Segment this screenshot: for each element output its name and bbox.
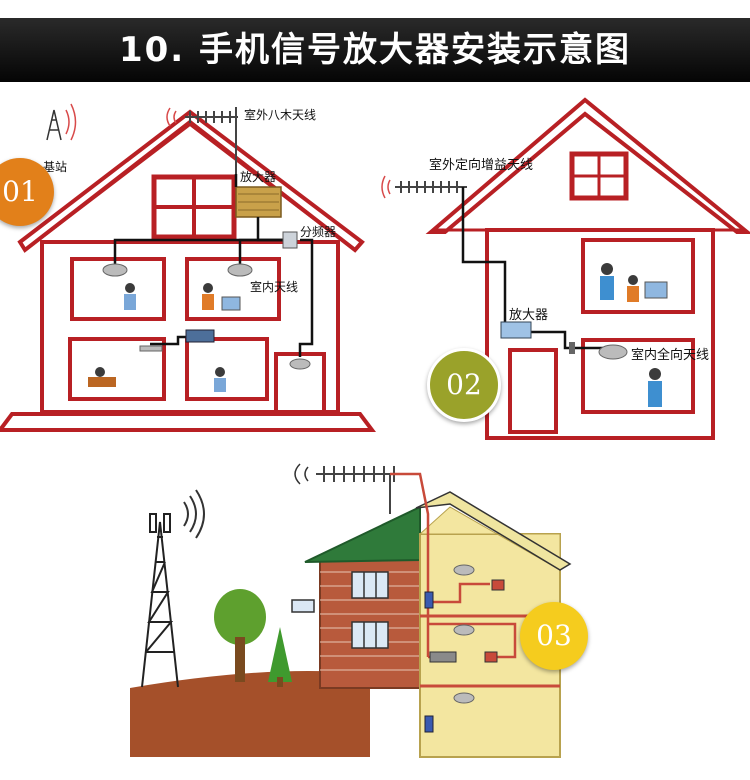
label-amplifier: 放大器	[240, 170, 277, 184]
badge-02: 02	[427, 348, 501, 422]
roof-cutaway	[415, 491, 572, 571]
house-base	[0, 412, 376, 432]
label-indoor-antenna: 室内天线	[250, 280, 299, 294]
rooftop-antenna-icon	[294, 463, 400, 514]
cell-tower-icon	[141, 489, 205, 688]
tree-icons	[214, 589, 292, 687]
yagi-antenna-icon	[166, 107, 238, 174]
amplifier-icon	[235, 186, 282, 218]
base-station-icon	[46, 103, 77, 141]
ceiling-antenna-icons	[598, 344, 628, 360]
cable-lines	[113, 174, 314, 357]
house-windows	[291, 571, 389, 649]
splitter-icon	[282, 231, 298, 249]
page-title: 10. 手机信号放大器安装示意图	[118, 30, 632, 70]
cable-lines	[461, 187, 607, 350]
header: 10. 手机信号放大器安装示意图	[0, 0, 750, 92]
title-bar	[0, 18, 750, 82]
ceiling-antenna-icons	[102, 263, 311, 370]
roof-outline	[425, 97, 750, 234]
ground	[130, 671, 370, 757]
door	[508, 348, 558, 434]
people-icons	[88, 283, 241, 392]
directional-antenna-icon	[381, 175, 467, 199]
amplifier-icon	[500, 321, 532, 339]
badge-03: 03	[520, 602, 588, 670]
label-amplifier: 放大器	[509, 308, 549, 323]
people-icons	[600, 263, 668, 407]
panel-3: 03	[120, 452, 620, 772]
label-outdoor-directional-antenna: 室外定向增益天线	[429, 158, 534, 173]
label-indoor-omni-antenna: 室内全向天线	[631, 348, 710, 363]
panel-1: 基站 室外八木天线 放大器 分频器 室内天线 01	[0, 92, 380, 442]
repeater-icon	[185, 329, 215, 343]
badge-01: 01	[0, 158, 54, 226]
label-station: 基站	[43, 160, 68, 174]
panel-2: 室外定向增益天线 放大器 室内全向天线 02	[375, 92, 750, 442]
label-outdoor-yagi-antenna: 室外八木天线	[244, 108, 317, 122]
panel-2-diagram	[381, 97, 750, 440]
interior-devices	[424, 564, 505, 733]
panel-3-diagram	[130, 463, 572, 758]
roof-green	[304, 505, 421, 563]
label-splitter: 分频器	[300, 225, 337, 239]
panel-1-diagram	[0, 103, 376, 432]
room-4	[185, 337, 269, 401]
